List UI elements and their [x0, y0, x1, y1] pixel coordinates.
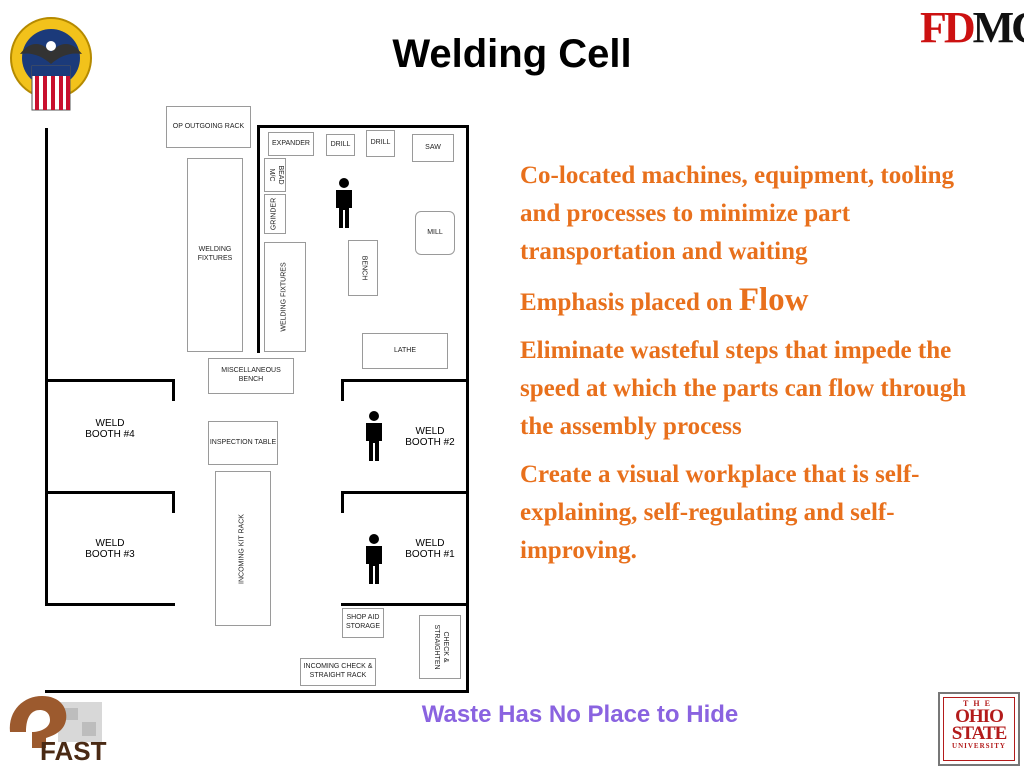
- station-expander: EXPANDER: [268, 132, 314, 156]
- person-icon: [366, 411, 382, 461]
- station-incoming-kit-rack-label: INCOMING KIT RACK: [238, 513, 246, 584]
- weld-booth-3-line1: WELD: [95, 538, 125, 549]
- floor-plan: OP OUTGOING RACK EXPANDER DRILL DRILL SA…: [0, 0, 480, 700]
- page-title: Welding Cell: [392, 32, 632, 76]
- wall: [341, 491, 344, 513]
- fast-logo-icon: [9, 696, 102, 748]
- osu-logo-ohio: OHIO: [955, 706, 1004, 727]
- station-welding-fixtures-2-label: WELDING FIXTURES: [280, 262, 288, 332]
- weld-booth-1-line1: WELD: [415, 538, 445, 549]
- wall: [257, 125, 469, 128]
- osu-logo-inner: THE OHIO STATE UNIVERSITY: [943, 697, 1015, 761]
- osu-logo-university: UNIVERSITY: [952, 742, 1006, 750]
- station-welding-fixtures-2: WELDING FIXTURES: [264, 242, 306, 352]
- wall: [172, 491, 175, 513]
- weld-booth-1: WELD BOOTH #1: [390, 538, 470, 560]
- station-welding-fixtures-1: WELDING FIXTURES: [187, 158, 243, 352]
- station-drill-2: DRILL: [366, 130, 395, 157]
- station-grinder: GRINDER: [264, 194, 286, 234]
- station-bead-mc-label: BEAD M/C: [268, 165, 284, 185]
- fast-logo-text: FAST: [40, 736, 107, 766]
- footer-tagline: Waste Has No Place to Hide: [421, 701, 739, 728]
- fdmc-logo: FDMC: [920, 3, 1024, 53]
- fast-logo: FAST: [6, 692, 108, 766]
- osu-logo: THE OHIO STATE UNIVERSITY: [938, 692, 1020, 766]
- wall: [45, 379, 175, 382]
- station-op-outgoing-rack: OP OUTGOING RACK: [166, 106, 251, 148]
- bullet-3: Eliminate wasteful steps that impede the…: [520, 337, 967, 440]
- weld-booth-4-line2: BOOTH #4: [85, 429, 135, 440]
- osu-logo-the: THE: [963, 699, 995, 708]
- station-inspection-table: INSPECTION TABLE: [208, 421, 278, 465]
- fdmc-logo-part2: MC: [972, 3, 1024, 52]
- station-check-straighten: CHECK & STRAIGHTEN: [419, 615, 461, 679]
- wall: [466, 125, 469, 693]
- weld-booth-3-line2: BOOTH #3: [85, 549, 135, 560]
- bullet-2-emphasis: Flow: [738, 282, 809, 318]
- bullet-list: Co-located machines, equipment, tooling …: [520, 157, 1000, 580]
- weld-booth-2: WELD BOOTH #2: [390, 426, 470, 448]
- weld-booth-4-line1: WELD: [95, 418, 125, 429]
- station-bead-mc: BEAD M/C: [264, 158, 286, 192]
- bullet-4: Create a visual workplace that is self-e…: [520, 461, 920, 564]
- wall: [341, 491, 469, 494]
- bullet-1: Co-located machines, equipment, tooling …: [520, 162, 955, 265]
- weld-booth-1-line2: BOOTH #1: [405, 549, 455, 560]
- person-icon: [336, 178, 352, 228]
- station-mill: MILL: [415, 211, 455, 255]
- wall: [172, 379, 175, 401]
- wall: [341, 379, 469, 382]
- wall: [341, 379, 344, 401]
- station-misc-bench: MISCELLANEOUS BENCH: [208, 358, 294, 394]
- station-shop-aid-storage: SHOP AID STORAGE: [342, 608, 384, 638]
- station-lathe: LATHE: [362, 333, 448, 369]
- wall: [45, 128, 48, 606]
- weld-booth-2-line2: BOOTH #2: [405, 437, 455, 448]
- station-drill-1: DRILL: [326, 134, 355, 156]
- station-incoming-kit-rack: INCOMING KIT RACK: [215, 471, 271, 626]
- station-saw: SAW: [412, 134, 454, 162]
- weld-booth-4: WELD BOOTH #4: [70, 418, 150, 440]
- station-bench-label: BENCH: [360, 255, 368, 281]
- wall: [45, 690, 469, 693]
- fdmc-logo-part1: FD: [920, 3, 976, 52]
- bullet-2: Emphasis placed on Flow: [520, 281, 1000, 322]
- dla-seal-icon: [10, 17, 92, 111]
- station-bench: BENCH: [348, 240, 378, 296]
- person-icon: [366, 534, 382, 584]
- wall: [341, 603, 469, 606]
- wall: [45, 603, 175, 606]
- weld-booth-2-line1: WELD: [415, 426, 445, 437]
- bullet-2-prefix: Emphasis placed on: [520, 289, 739, 316]
- wall: [257, 125, 260, 353]
- wall: [45, 491, 175, 494]
- osu-logo-state: STATE: [951, 723, 1008, 744]
- station-incoming-check-rack: INCOMING CHECK & STRAIGHT RACK: [300, 658, 376, 686]
- station-grinder-label: GRINDER: [270, 197, 278, 231]
- dla-seal-logo: [8, 8, 94, 112]
- station-check-straighten-label: CHECK & STRAIGHTEN: [433, 624, 449, 670]
- weld-booth-3: WELD BOOTH #3: [70, 538, 150, 560]
